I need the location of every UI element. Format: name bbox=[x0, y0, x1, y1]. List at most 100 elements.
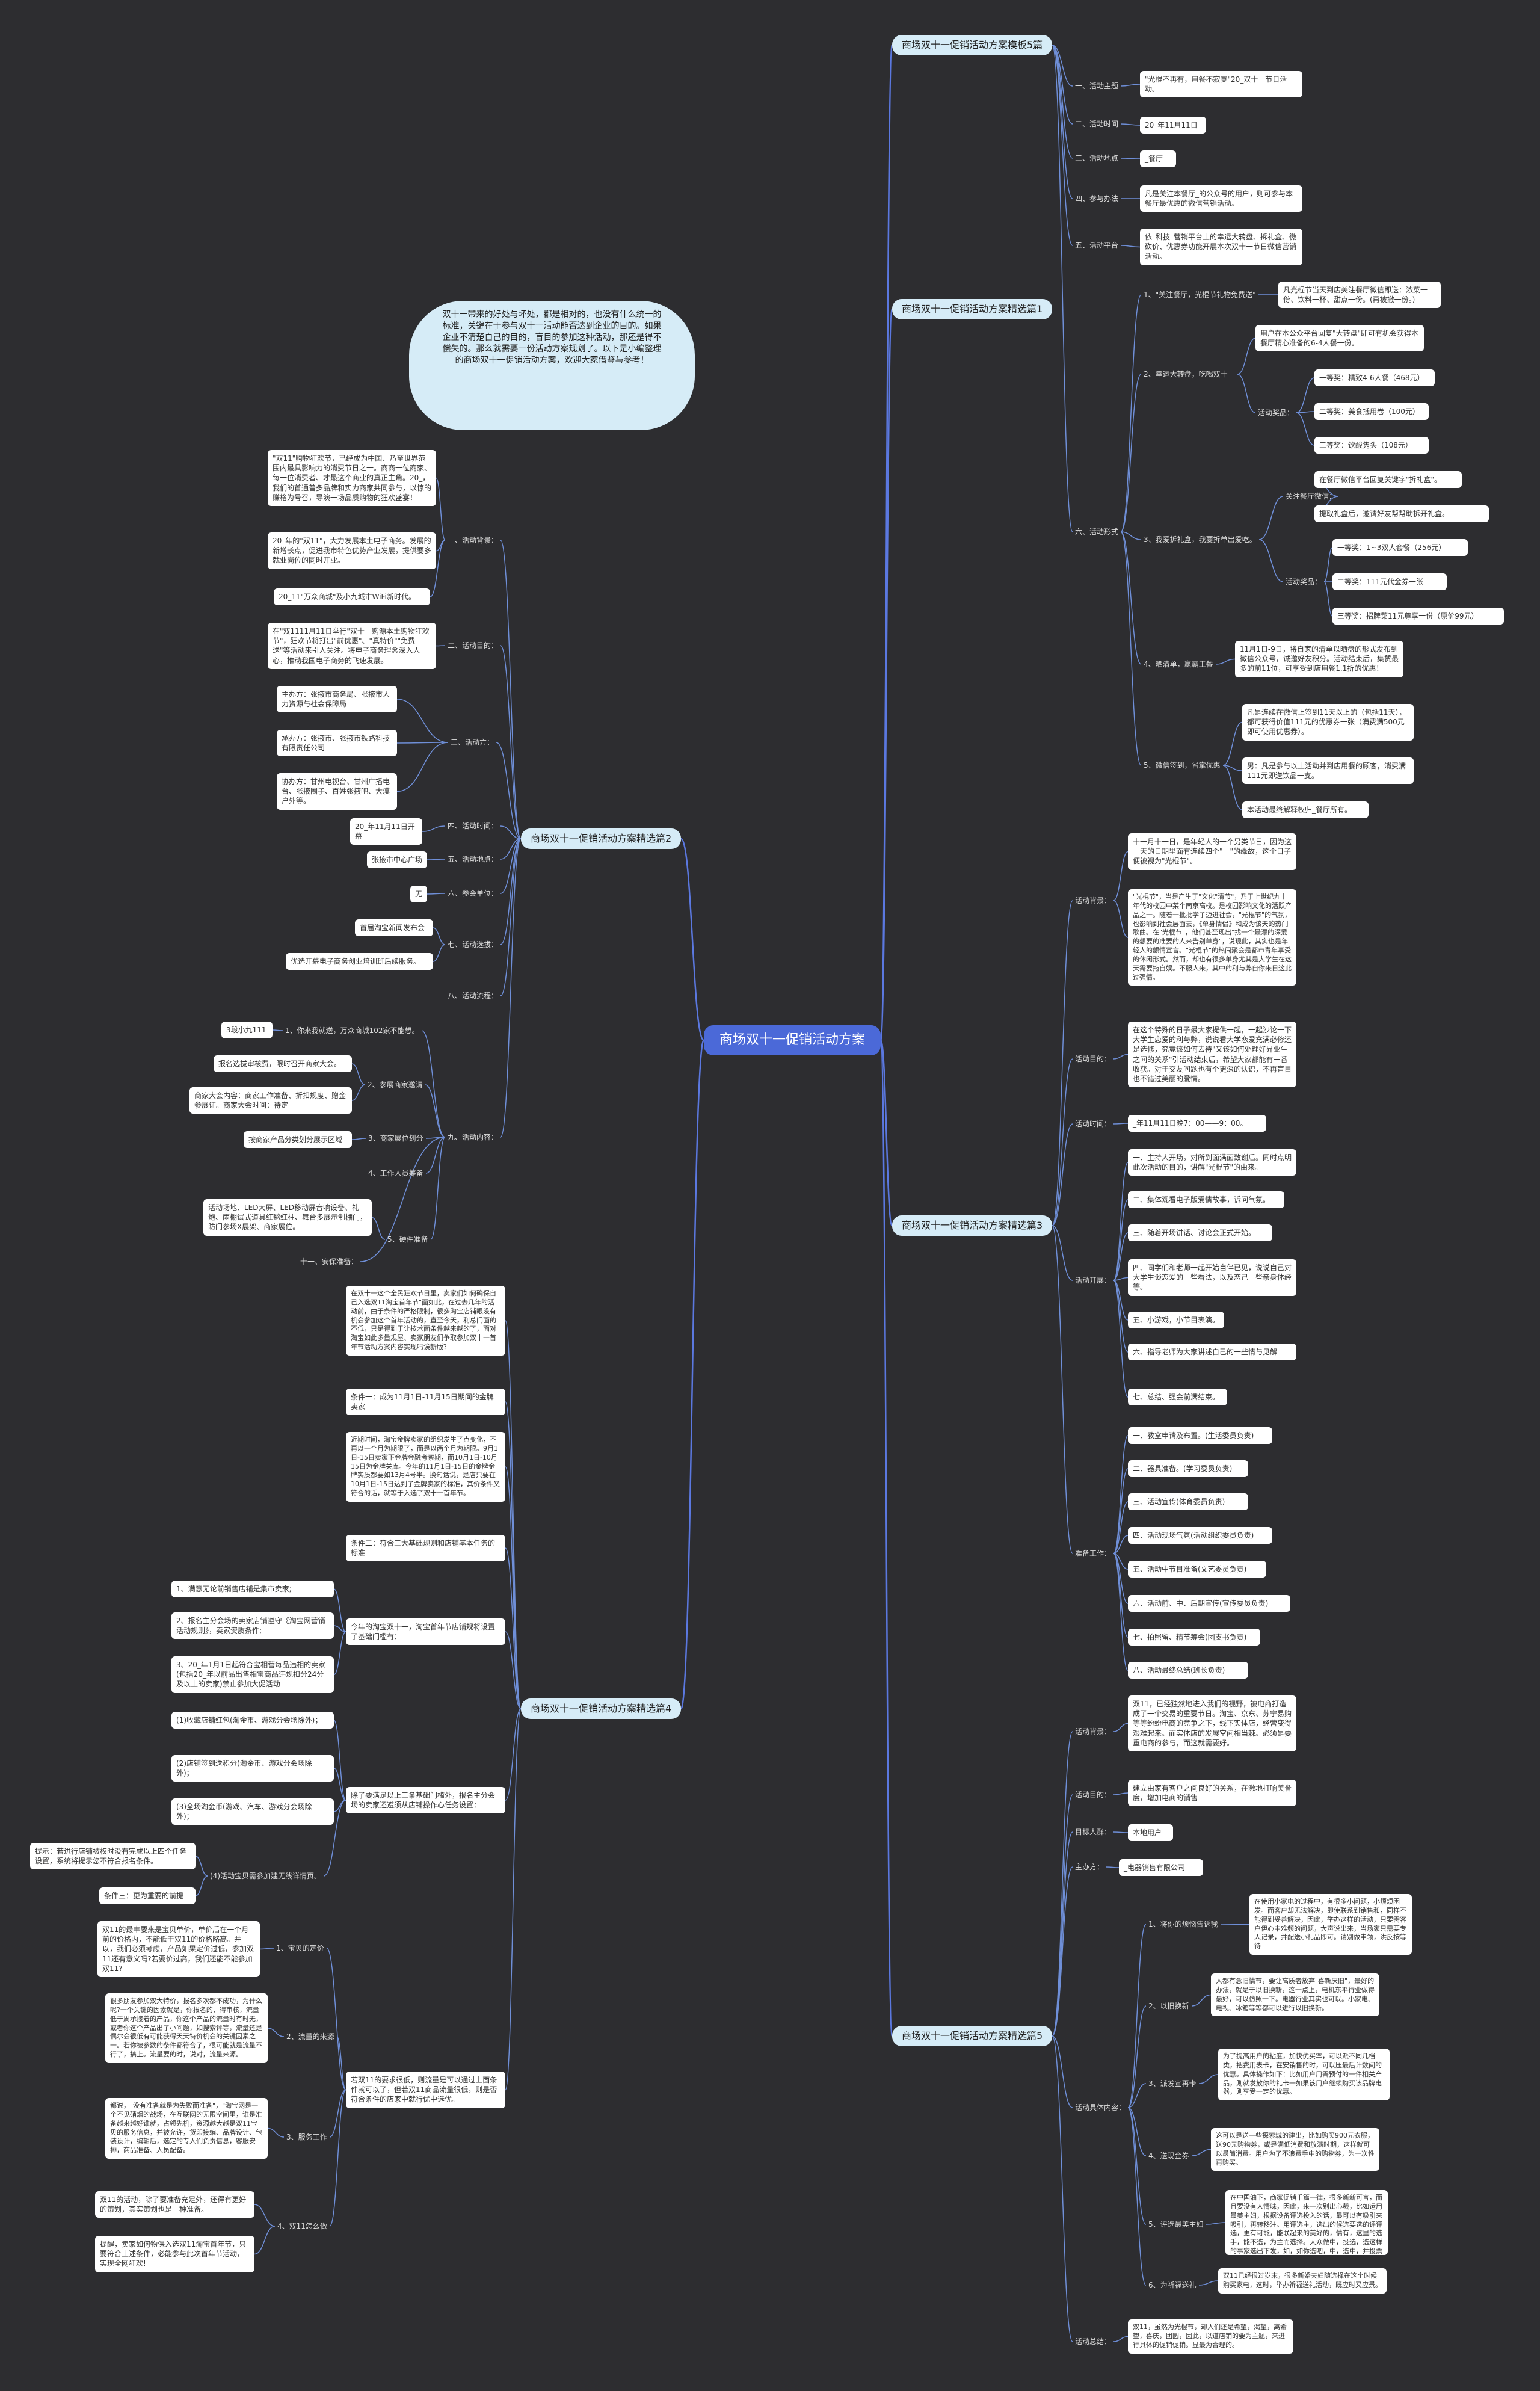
connector-66 bbox=[272, 1029, 283, 1031]
connector-134 bbox=[1127, 2107, 1147, 2156]
s2-background-1: "双11"购物狂欢节，已经成为中国、乃至世界范围内最具影响力的消费节日之一。商商… bbox=[268, 450, 436, 506]
s1-form-label: 六、活动形式 bbox=[1075, 528, 1119, 536]
connector-36 bbox=[1222, 721, 1243, 766]
branch-article-2[interactable]: 商场双十一促销活动方案精选篇2 bbox=[521, 828, 682, 849]
connector-18 bbox=[1120, 374, 1142, 532]
connector-13 bbox=[1120, 123, 1141, 126]
intro-bubble: 双十一带来的好处与坏处，都是相对的，也没有什么统一的标准，关键在于参与双十一活动… bbox=[409, 301, 695, 430]
root-topic[interactable]: 商场双十一促销活动方案 bbox=[704, 1025, 881, 1055]
s5-item-6: 6、为祈福送礼 bbox=[1148, 2281, 1197, 2289]
s2-organizer-1: 主办方：张掖市商务局、张掖市人力资源与社会保障局 bbox=[277, 686, 397, 713]
connector-28 bbox=[1258, 496, 1284, 540]
s2-goal-label: 二、活动目的： bbox=[448, 641, 499, 650]
s1-form-1: 1、"关注餐厅，光棍节礼物免费送" bbox=[1144, 291, 1256, 299]
connector-97 bbox=[505, 1466, 522, 1709]
s1-time-label: 二、活动时间 bbox=[1075, 120, 1119, 128]
s1-form-3-prize-1: 一等奖：1~3双人套餐（256元） bbox=[1332, 539, 1468, 557]
connector-103 bbox=[333, 1625, 346, 1632]
connector-88 bbox=[1113, 1468, 1129, 1554]
s2-content-3: 3、商家展位划分 bbox=[368, 1134, 424, 1143]
s2-participants-text: 无 bbox=[410, 886, 427, 903]
connector-128 bbox=[1113, 1831, 1129, 1833]
s3-prep-5: 五、活动中节目准备(文艺委员负责) bbox=[1128, 1561, 1266, 1578]
connector-45 bbox=[500, 838, 522, 945]
connector-57 bbox=[427, 893, 446, 895]
s5-item-2: 2、以旧换新 bbox=[1148, 2002, 1189, 2010]
connector-89 bbox=[1113, 1501, 1129, 1554]
s4-traffic: 2、流量的来源 bbox=[286, 2032, 334, 2041]
connector-75 bbox=[1052, 1225, 1073, 1554]
connector-98 bbox=[505, 1547, 522, 1709]
connector-79 bbox=[1113, 1123, 1129, 1125]
connector-53 bbox=[396, 742, 449, 744]
s1-place-text: _餐厅 bbox=[1140, 150, 1176, 168]
s2-content-1: 1、你来我就送，万众商城102家不能想。 bbox=[285, 1026, 419, 1035]
s2-time-text: 20_年11月11日开幕 bbox=[350, 818, 422, 845]
s2-organizer-3: 协办方：甘州电视台、甘州广播电台、张掖圈子、百姓张掖吧、大漠户外等。 bbox=[277, 773, 397, 810]
s1-form-3-follow-1: 在餐厅微信平台回复关键字"拆礼盒"。 bbox=[1314, 471, 1462, 489]
connector-142 bbox=[1198, 2280, 1219, 2286]
connector-136 bbox=[1127, 2107, 1147, 2286]
branch-article-1[interactable]: 商场双十一促销活动方案精选篇1 bbox=[892, 299, 1053, 319]
branch-article-5[interactable]: 商场双十一促销活动方案精选篇5 bbox=[892, 2026, 1053, 2046]
connector-34 bbox=[1323, 581, 1333, 617]
connector-61 bbox=[425, 1084, 446, 1138]
connector-41 bbox=[496, 742, 522, 839]
connector-83 bbox=[1113, 1277, 1129, 1281]
connector-39 bbox=[500, 540, 522, 839]
connector-58 bbox=[433, 927, 446, 945]
connector-115 bbox=[259, 1948, 274, 1950]
connector-80 bbox=[1113, 1162, 1129, 1281]
s5-item-5-detail: 在中国油下，商家促销千篇一律，很多新新可言，而且要没有人情味，因此，来一次别出心… bbox=[1225, 2190, 1388, 2255]
s4-service: 3、服务工作 bbox=[286, 2133, 327, 2141]
connector-72 bbox=[1052, 1058, 1073, 1226]
s2-organizer-2: 承办方：张掖市、张掖市铁路科技有限责任公司 bbox=[277, 730, 397, 757]
s4-pricing-detail: 双11的最丰要来是宝贝单价，单价后在一个月前的价格内，不能低于双11的价格略高。… bbox=[97, 1921, 260, 1977]
connector-10 bbox=[1052, 45, 1073, 246]
s4-howto: 4、双11怎么做 bbox=[277, 2222, 327, 2230]
s5-summary-label: 活动总结： bbox=[1075, 2337, 1112, 2346]
connector-68 bbox=[351, 1084, 366, 1101]
s2-flow-label: 八、活动流程： bbox=[448, 992, 499, 1000]
s4-para-5: 今年的淘宝双十一，淘宝首年节店铺规将设置了基础门槛有： bbox=[346, 1618, 505, 1646]
s3-time-label: 活动时间： bbox=[1075, 1120, 1112, 1128]
connector-121 bbox=[1052, 1794, 1073, 2037]
connector-69 bbox=[351, 1138, 366, 1140]
s3-background-label: 活动背景： bbox=[1075, 896, 1112, 905]
branch-template-5[interactable]: 商场双十一促销活动方案模板5篇 bbox=[892, 35, 1053, 55]
connector-123 bbox=[1052, 1866, 1073, 2037]
s2-content-3a: 按商家产品分类划分展示区域 bbox=[244, 1131, 352, 1149]
connector-37 bbox=[1222, 765, 1243, 771]
connector-48 bbox=[436, 477, 446, 541]
connector-2 bbox=[680, 838, 705, 1041]
s4-service-detail: 都说，"没有准备就是为失败而准备"，"淘宝网是一个不见硝烟的战场，在互联网的无限… bbox=[105, 2098, 268, 2159]
connector-132 bbox=[1127, 2005, 1147, 2108]
branch-article-3[interactable]: 商场双十一促销活动方案精选篇3 bbox=[892, 1215, 1053, 1236]
connector-40 bbox=[500, 645, 522, 839]
s1-form-5-detail-1: 凡是连续在微信上签到11天以上的（包括11天），都可获得价值111元的优惠券一张… bbox=[1242, 704, 1414, 741]
connector-108 bbox=[323, 1800, 346, 1877]
s1-form-3-follow-2: 提取礼盒后，邀请好友帮帮助拆开礼盒。 bbox=[1314, 505, 1489, 523]
connector-70 bbox=[371, 1217, 386, 1240]
s3-prep-3: 三、活动宣传(体育委员负责) bbox=[1128, 1493, 1248, 1511]
connector-4 bbox=[680, 1039, 705, 1710]
s3-step-7: 七、总结、强会前满结束。 bbox=[1128, 1389, 1227, 1406]
connector-59 bbox=[433, 944, 446, 962]
connector-63 bbox=[425, 1137, 446, 1174]
branch-article-4[interactable]: 商场双十一促销活动方案精选篇4 bbox=[521, 1698, 682, 1719]
s4-rule-2: 2、报名主分会场的卖家店铺遵守《淘宝网营销活动规则》，卖家资质条件; bbox=[171, 1612, 334, 1640]
connector-129 bbox=[1106, 1866, 1120, 1868]
s1-form-3: 3、我爱拆礼盒，我要拆单出爱吃。 bbox=[1144, 535, 1257, 544]
connector-27 bbox=[1296, 412, 1315, 446]
connector-94 bbox=[1113, 1553, 1129, 1671]
s5-item-2-detail: 人都有念旧情节，要让高质者放弃"喜新厌旧"，最好的办法，就是于以旧换新，这一点上… bbox=[1211, 1973, 1379, 2017]
s4-task-2: (2)店铺签到送积分(淘金币、游戏分会场除外)； bbox=[171, 1755, 334, 1782]
s5-audience-text: 本地用户 bbox=[1128, 1824, 1173, 1842]
connector-0 bbox=[879, 44, 893, 1041]
connector-100 bbox=[505, 1708, 522, 1801]
s4-task-3: (3)全场淘金币(游戏、汽车、游戏分会场除外)； bbox=[171, 1798, 334, 1825]
s2-place-text: 张掖市中心广场 bbox=[367, 851, 427, 869]
connector-46 bbox=[500, 838, 522, 996]
s5-host-text: _电器销售有限公司 bbox=[1119, 1859, 1203, 1877]
connector-24 bbox=[1237, 374, 1256, 413]
